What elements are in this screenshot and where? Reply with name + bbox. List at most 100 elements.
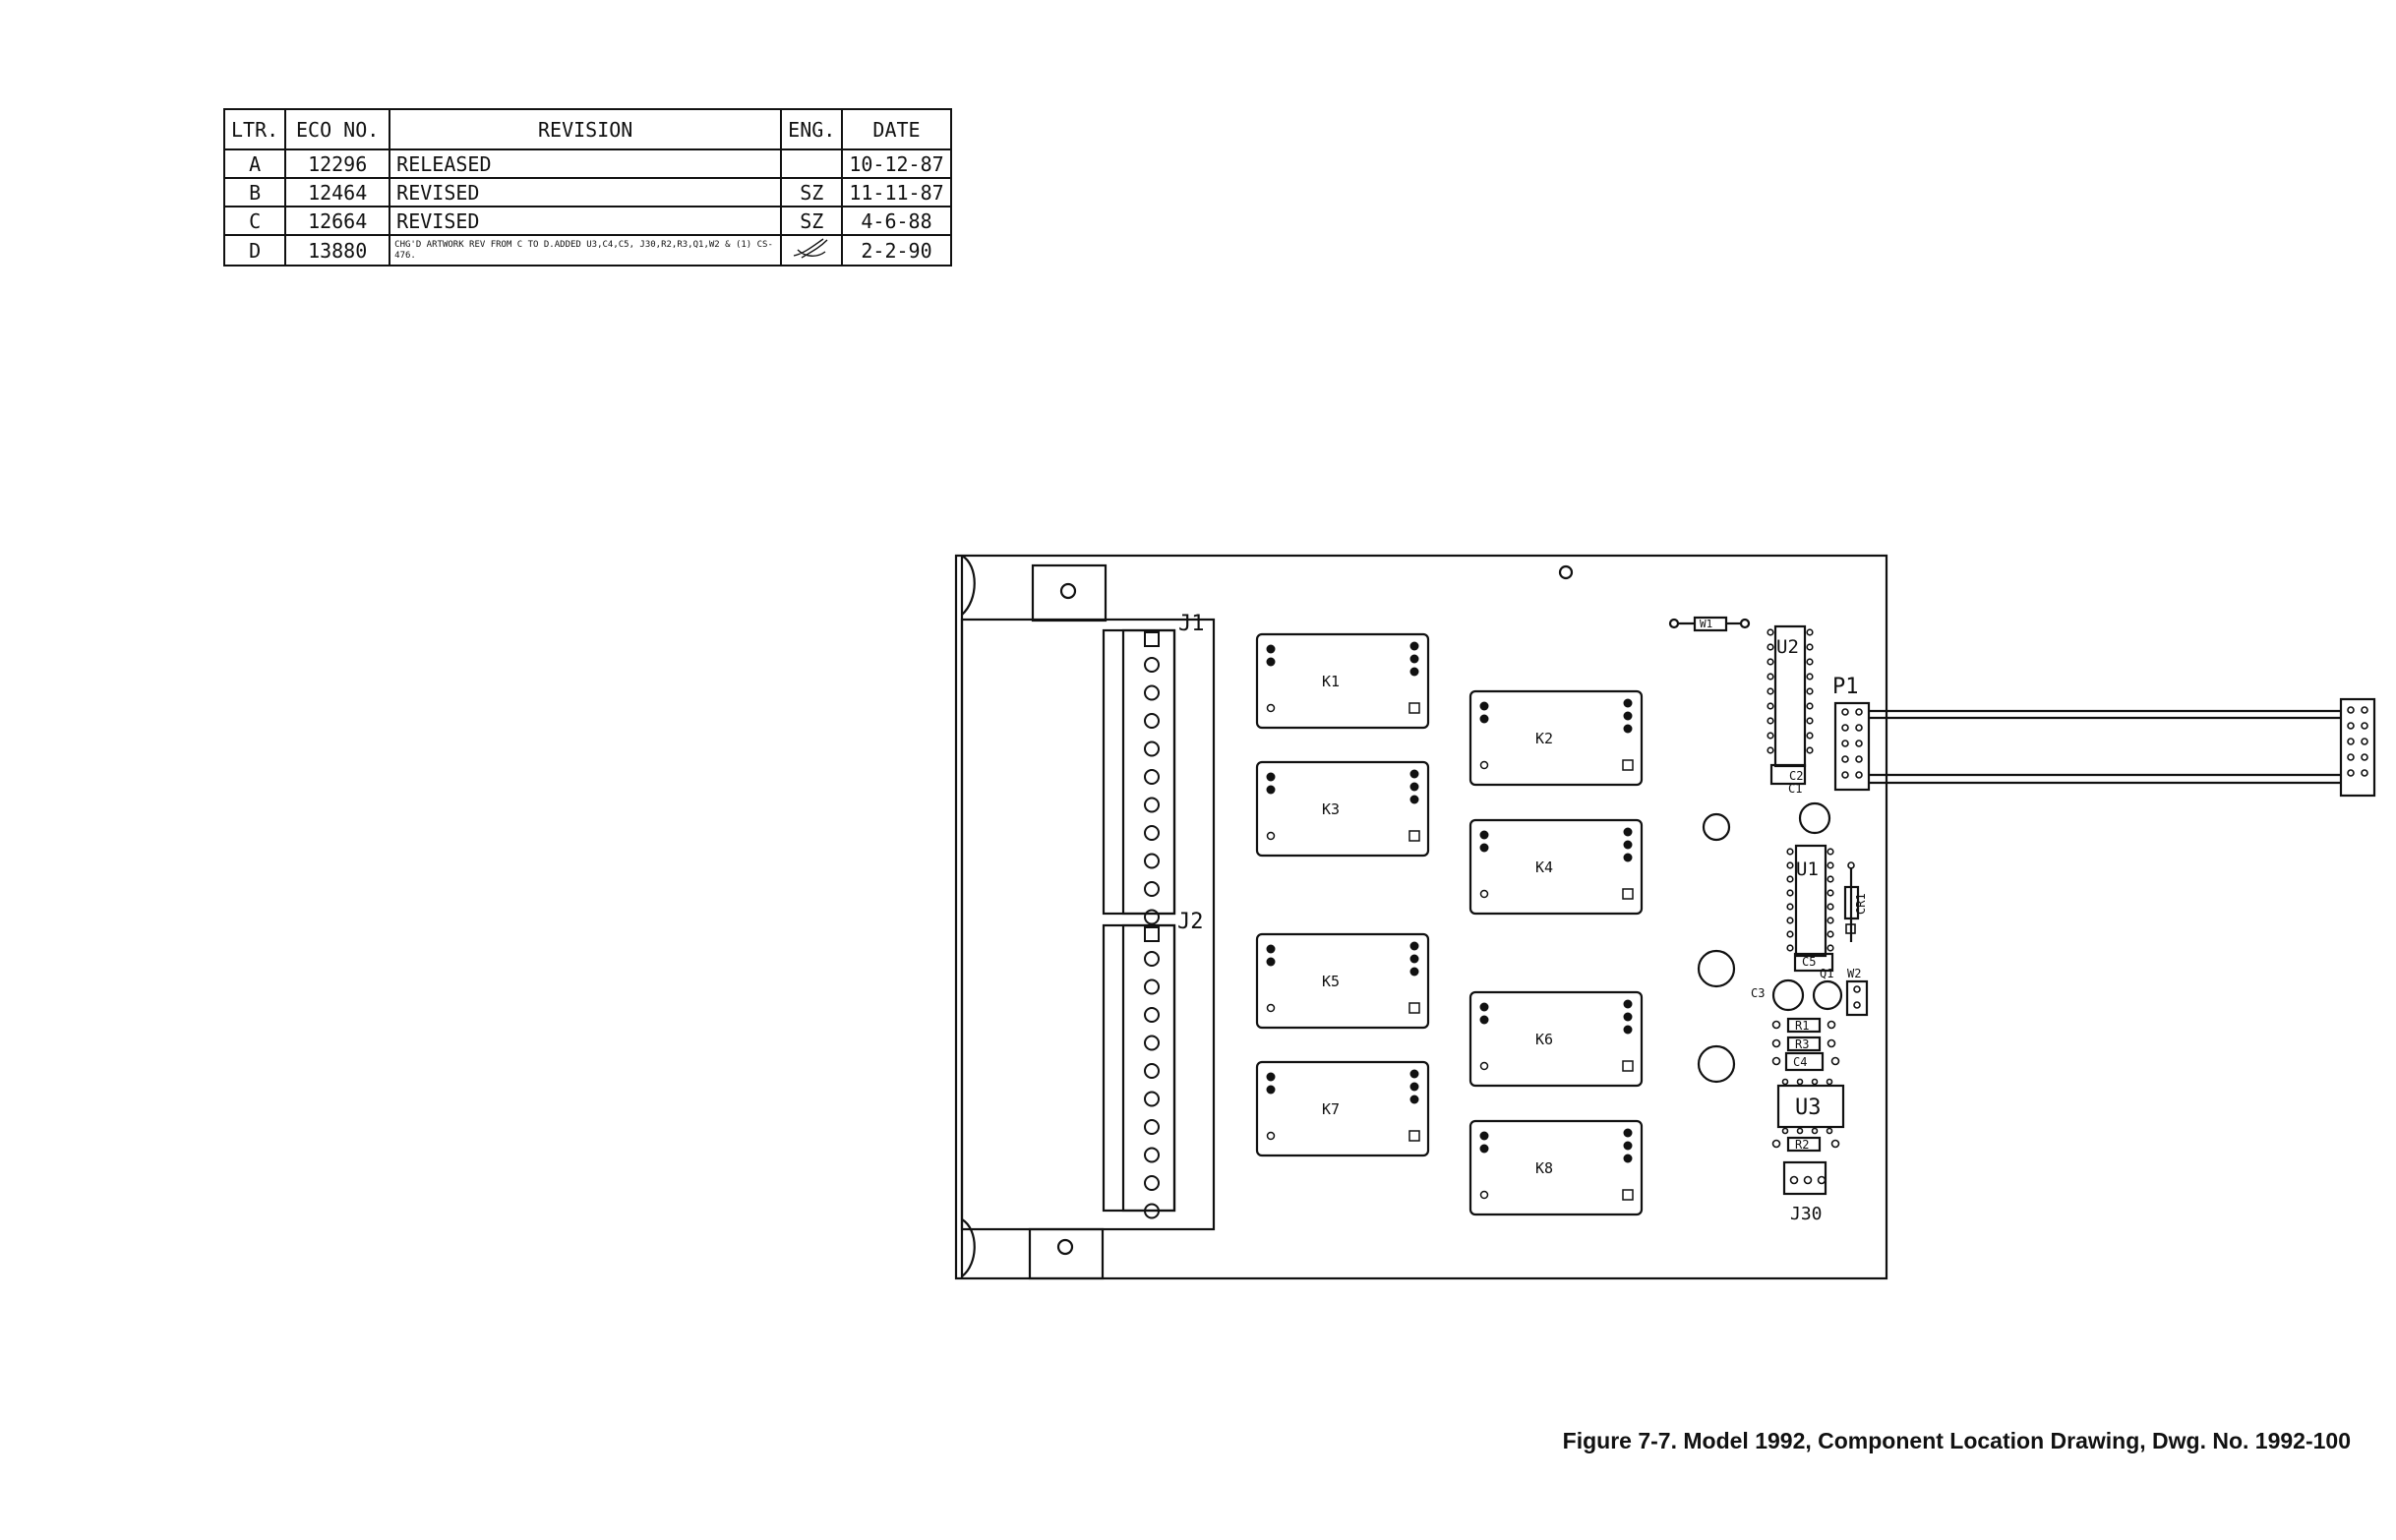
j1-terminal-hole [1144, 684, 1160, 701]
j2-inner [1121, 923, 1176, 1213]
c4-body [1784, 1051, 1825, 1072]
u3-body [1776, 1084, 1845, 1129]
j1-terminal-hole [1144, 797, 1160, 813]
eco-cell: 12296 [284, 148, 391, 179]
col-eng: ENG. [780, 108, 844, 150]
eng-cell [780, 148, 844, 179]
j2-terminal-hole [1144, 1063, 1160, 1079]
p1-label: P1 [1832, 675, 1859, 699]
mount-hole-bottom [1056, 1238, 1074, 1256]
connector-housing [960, 618, 1216, 1231]
j1-terminal-hole [1144, 769, 1160, 785]
date-cell: 10-12-87 [841, 148, 952, 179]
j1-inner [1121, 628, 1176, 916]
r3-body [1786, 1036, 1822, 1052]
j2-terminal-hole [1144, 1035, 1160, 1051]
c5-body [1793, 952, 1834, 973]
relay-k6: K6 [1468, 990, 1644, 1088]
relay-k4: K4 [1468, 818, 1644, 916]
r1-label: R1 [1795, 1019, 1809, 1033]
mount-hole-top [1059, 582, 1077, 600]
revision-cell: CHG'D ARTWORK REV FROM C TO D.ADDED U3,C… [389, 234, 783, 267]
relay-k5: K5 [1255, 932, 1430, 1030]
c1-label: C1 [1788, 782, 1802, 796]
r2-label: R2 [1795, 1138, 1809, 1152]
j2-terminal-hole [1144, 1175, 1160, 1191]
table-row: C 12664 REVISED SZ 4-6-88 [222, 206, 952, 236]
relay-label: K3 [1322, 800, 1340, 818]
eco-cell: 13880 [284, 234, 391, 267]
date-cell: 2-2-90 [841, 234, 952, 267]
board-hole-2 [1697, 949, 1736, 988]
j30-body [1782, 1160, 1827, 1196]
c2-label: C2 [1789, 769, 1803, 783]
j2-pin1-square [1144, 926, 1160, 942]
j2-terminal-hole [1144, 1119, 1160, 1135]
r1-body [1786, 1017, 1822, 1034]
p1-header [1833, 701, 1871, 792]
table-row: A 12296 RELEASED 10-12-87 [222, 148, 952, 179]
bracket-curl-bottom [961, 1218, 976, 1277]
j1-pin1-square [1144, 631, 1160, 647]
relay-label: K2 [1535, 730, 1553, 747]
mount-tab-bottom [1028, 1227, 1105, 1280]
date-cell: 4-6-88 [841, 206, 952, 236]
col-ltr: LTR. [222, 108, 287, 150]
j2-terminal-hole [1144, 951, 1160, 967]
q1-label: Q1 [1820, 967, 1833, 980]
j2-terminal-hole [1144, 1147, 1160, 1163]
col-eco-no: ECO NO. [284, 108, 391, 150]
ltr-cell: C [222, 206, 287, 236]
relay-k2: K2 [1468, 689, 1644, 787]
relay-k3: K3 [1255, 760, 1430, 858]
relay-label: K8 [1535, 1159, 1553, 1177]
ltr-cell: D [222, 234, 287, 267]
relay-label: K5 [1322, 973, 1340, 990]
u2-label: U2 [1776, 636, 1799, 658]
j1-terminal-hole [1144, 657, 1160, 673]
revision-table: LTR. ECO NO. REVISION ENG. DATE A 12296 … [222, 108, 952, 267]
w2-label: W2 [1847, 967, 1861, 980]
j2-terminal-hole [1144, 1203, 1160, 1219]
j1-block [1102, 628, 1176, 916]
table-row: B 12464 REVISED SZ 11-11-87 [222, 177, 952, 207]
relay-k8: K8 [1468, 1119, 1644, 1216]
eng-cell: SZ [780, 177, 844, 207]
relay-label: K7 [1322, 1100, 1340, 1118]
relay-label: K1 [1322, 673, 1340, 690]
u1-body [1794, 844, 1827, 958]
relay-label: K4 [1535, 859, 1553, 876]
ltr-cell: A [222, 148, 287, 179]
j2-terminal-hole [1144, 1007, 1160, 1023]
c3-label: C3 [1751, 986, 1765, 1000]
ltr-cell: B [222, 177, 287, 207]
j1-terminal-hole [1144, 853, 1160, 869]
w2-body [1845, 979, 1869, 1017]
j1-terminal-hole [1144, 881, 1160, 897]
table-row: D 13880 CHG'D ARTWORK REV FROM C TO D.AD… [222, 234, 952, 267]
c3-body [1771, 978, 1805, 1012]
j2-terminal-hole [1144, 978, 1160, 995]
relay-k1: K1 [1255, 632, 1430, 730]
c4-label: C4 [1793, 1055, 1807, 1069]
j1-label: J1 [1178, 612, 1205, 636]
j2-block [1102, 923, 1176, 1213]
u1-label: U1 [1796, 859, 1819, 880]
cr1-label: CR1 [1854, 893, 1868, 915]
fiducial-mark [1558, 564, 1574, 580]
revision-cell: REVISED [389, 177, 783, 207]
board-hole-1 [1702, 812, 1731, 842]
q1-body [1812, 979, 1843, 1011]
eng-signature-cell [780, 234, 844, 267]
col-date: DATE [841, 108, 952, 150]
signature-icon [794, 238, 828, 259]
c5-label: C5 [1802, 955, 1816, 969]
ribbon-connector [2339, 697, 2376, 798]
mount-tab-top [1031, 563, 1108, 622]
r2-body [1786, 1136, 1822, 1153]
col-revision: REVISION [389, 108, 783, 150]
u3-label: U3 [1795, 1096, 1822, 1120]
revision-table-header: LTR. ECO NO. REVISION ENG. DATE [222, 108, 952, 150]
j30-label: J30 [1790, 1204, 1823, 1224]
